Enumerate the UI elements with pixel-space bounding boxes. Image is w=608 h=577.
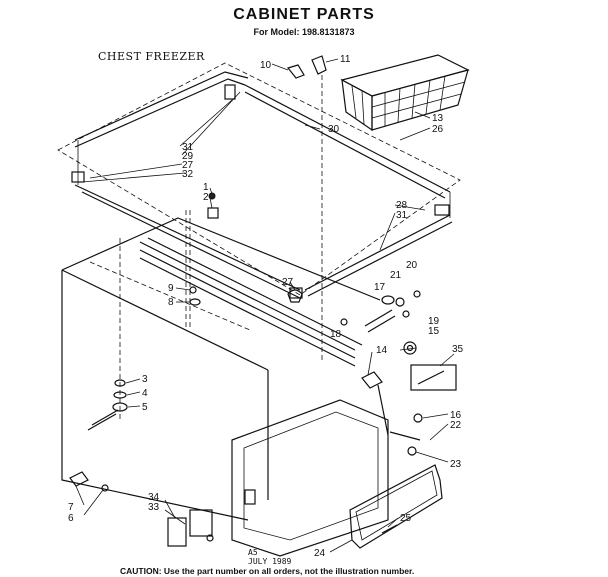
callout-17: 17 [374,282,386,293]
cabinet-body [61,210,389,557]
callout-14: 14 [376,345,388,356]
caution-note: CAUTION: Use the part number on all orde… [120,566,415,576]
callout-3: 3 [142,374,148,385]
callout-22: 22 [450,420,462,431]
callout-11: 11 [340,54,351,65]
callout-2: 2 [203,192,209,203]
callout-4: 4 [142,388,148,399]
callout-18: 18 [330,329,342,340]
callout-32: 32 [182,169,194,180]
callout-31-right: 31 [396,210,408,221]
callout-1: 1 [203,182,209,193]
callout-6: 6 [68,513,74,524]
callout-28: 28 [396,200,408,211]
callout-26: 26 [432,124,444,135]
callout-16: 16 [450,410,462,421]
storage-basket [340,54,470,132]
callout-24: 24 [314,548,326,559]
callout-21: 21 [390,270,402,281]
revision-code: A5 [248,548,258,557]
model-number: For Model: 198.8131873 [253,27,355,37]
callout-7: 7 [68,502,74,513]
revision-date: JULY 1989 [248,557,292,566]
callout-15: 15 [428,326,440,337]
lid-assembly [57,62,461,299]
callout-25: 25 [400,513,412,524]
appliance-type-label: CHEST FREEZER [98,50,205,63]
page-title: CABINET PARTS [233,6,375,23]
callout-31-top: 31 [182,142,194,153]
small-parts [69,192,457,547]
hinge-latch-parts [286,55,327,360]
access-panel [349,464,443,549]
callout-13: 13 [432,113,444,124]
callout-labels: 10 11 13 26 30 31 29 27 32 1 2 28 31 9 8… [68,54,464,559]
callout-8: 8 [168,297,174,308]
callout-33: 33 [148,502,160,513]
revision-date-stamp: A5 JULY 1989 [248,548,291,566]
callout-23: 23 [450,459,462,470]
callout-5: 5 [142,402,148,413]
callout-34: 34 [148,492,160,503]
callout-20: 20 [406,260,418,271]
callout-29: 29 [182,151,194,162]
leader-lines [75,58,455,553]
callout-10: 10 [260,60,272,71]
callout-27-mid: 27 [282,277,294,288]
callout-30: 30 [328,124,340,135]
callout-9: 9 [168,283,174,294]
callout-35: 35 [452,344,464,355]
callout-27-top: 27 [182,160,194,171]
callout-19: 19 [428,316,440,327]
